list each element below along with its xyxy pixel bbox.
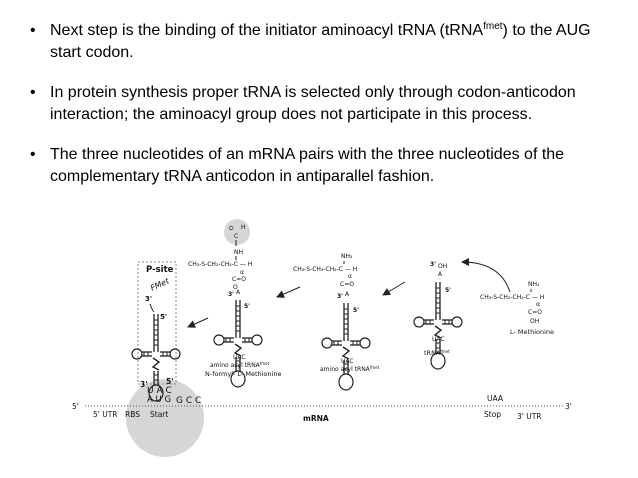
bullet-text: The three nucleotides of an mRNA pairs w… [50, 146, 565, 185]
mrna-label: mRNA [303, 414, 329, 423]
bullet-text-part: Next step is the binding of the initiato… [50, 22, 484, 39]
bullet-marker: • [30, 146, 36, 163]
anticodon: U A C [147, 386, 172, 396]
trna-2-caption: amino acyl tRNAfmet [320, 365, 380, 373]
prime-label: 3' [228, 291, 234, 298]
rbs-label: RBS [125, 410, 140, 419]
start-label: Start [150, 410, 168, 419]
side-chain: CH₃-S-CH₂-CH₂-C — H [480, 294, 544, 301]
oh-label: OH [438, 263, 447, 270]
formyl-circle [224, 219, 250, 245]
acceptor-arm [149, 303, 155, 313]
prime-label: 3' [337, 293, 343, 300]
arrow [187, 317, 209, 328]
bullet-text: In protein synthesis proper tRNA is sele… [50, 84, 576, 123]
l-methionine-label: L- Methionine [510, 328, 554, 336]
trna-1-caption-2: N-formyl- L- Methionine [205, 370, 281, 378]
carbonyl: C=O [528, 309, 542, 316]
utr3-label: 3' UTR [517, 412, 542, 421]
bullet-item: • Next step is the binding of the initia… [28, 20, 618, 64]
bullet-text-part: ) to the AUG start codon. [50, 22, 591, 61]
prime-label: 5' [166, 377, 174, 386]
formyl-o: O [226, 225, 235, 233]
start-codon: A U G [147, 395, 171, 405]
bullet-marker: • [30, 84, 36, 101]
utr5-label: 5' UTR [93, 410, 118, 419]
adenine: A [236, 289, 241, 296]
carbonyl: C=O [340, 281, 354, 288]
prime-label: 5' [445, 287, 451, 294]
alpha-label: α [240, 269, 244, 276]
stop-codon: UAA [487, 394, 504, 403]
side-chain: CH₃-S-CH₂-CH₂-C — H [293, 266, 357, 273]
fmet-label: FMet [149, 276, 171, 293]
side-chain: CH₃-S-CH₂-CH₂-C — H [188, 261, 252, 268]
adenine: A [438, 271, 443, 278]
prime-label: 3' [145, 295, 152, 303]
alpha-label: α [536, 301, 540, 308]
mrna-5prime: 5' [72, 402, 79, 411]
alpha-label: α [348, 273, 352, 280]
trna-1-caption: amino acyl tRNAfmet [210, 361, 270, 369]
curved-arrow [461, 258, 511, 293]
ribosome-circle [126, 379, 204, 457]
arrow [382, 281, 406, 296]
stop-label: Stop [484, 410, 501, 419]
nh-label: NH [234, 249, 243, 256]
oxygen: O [233, 284, 238, 291]
trna-2 [321, 302, 371, 391]
prime-label: 3' [140, 380, 148, 389]
mrna-3prime: 3' [565, 402, 572, 411]
bullet-item: • The three nucleotides of an mRNA pairs… [28, 144, 618, 188]
anticodon: UAC [432, 336, 445, 343]
formyl-c: C [234, 233, 238, 240]
prime-label: 5' [160, 313, 167, 321]
oh-label: OH [530, 318, 539, 325]
p-site-label: P-site [146, 265, 174, 275]
arrow [276, 286, 301, 298]
prime-label: 5' [353, 307, 359, 314]
prime-label: 5' [244, 303, 250, 310]
trna-3-caption: tRNAfmet [424, 349, 450, 357]
carbonyl: C=O [232, 276, 246, 283]
formyl-h: H [241, 224, 246, 231]
adenine: A [345, 291, 350, 298]
bullet-list: • Next step is the binding of the initia… [28, 20, 618, 206]
anticodon: UAC [233, 354, 246, 361]
anticodon: UAC [341, 358, 354, 365]
prime-label: 3' [430, 261, 436, 268]
translation-diagram: O C H P-site FMet 3' 5' 3' 5' U A C A U … [72, 219, 572, 457]
bullet-text: Next step is the binding of the initiato… [50, 20, 618, 64]
nh2-label: NH₂ [341, 253, 353, 260]
bullet-marker: • [30, 22, 36, 39]
next-codon: G C C [176, 396, 201, 406]
superscript: fmet [483, 21, 503, 32]
nh2-label: NH₂ [528, 281, 540, 288]
bullet-item: • In protein synthesis proper tRNA is se… [28, 82, 618, 126]
